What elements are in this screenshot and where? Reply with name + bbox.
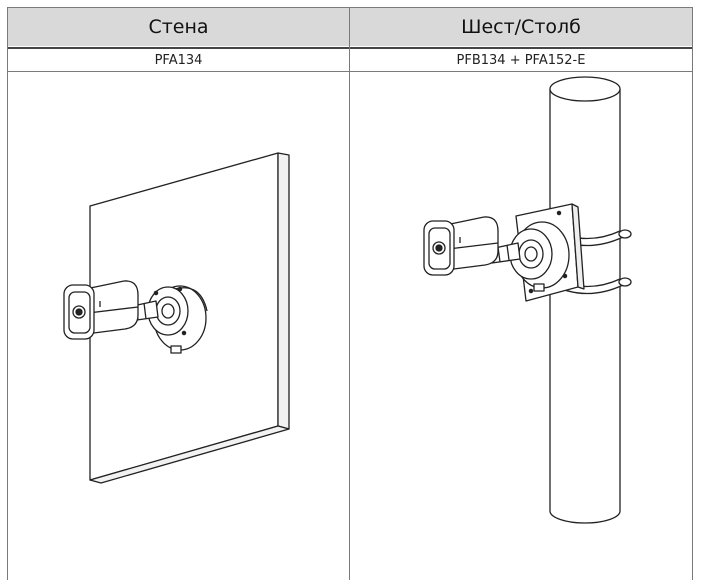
pole-mount-figure <box>350 71 692 580</box>
wall-mount-camera-illustration-icon <box>63 152 290 484</box>
row-divider <box>7 71 693 72</box>
table-border-left <box>7 7 8 580</box>
model-wall: PFA134 <box>154 52 203 68</box>
table-border-right <box>692 7 693 580</box>
column-divider <box>349 7 350 580</box>
table-border-top <box>7 7 693 8</box>
header-divider <box>7 47 693 49</box>
mount-table: Стена Шест/Столб PFA134 PFB134 + PFA152-… <box>7 7 693 580</box>
model-pole: PFB134 + PFA152-E <box>456 52 586 68</box>
pole-mount-camera-illustration-icon <box>423 76 632 524</box>
header-wall: Стена <box>8 8 349 46</box>
wall-mount-figure <box>8 71 349 580</box>
header-pole: Шест/Столб <box>350 8 692 46</box>
